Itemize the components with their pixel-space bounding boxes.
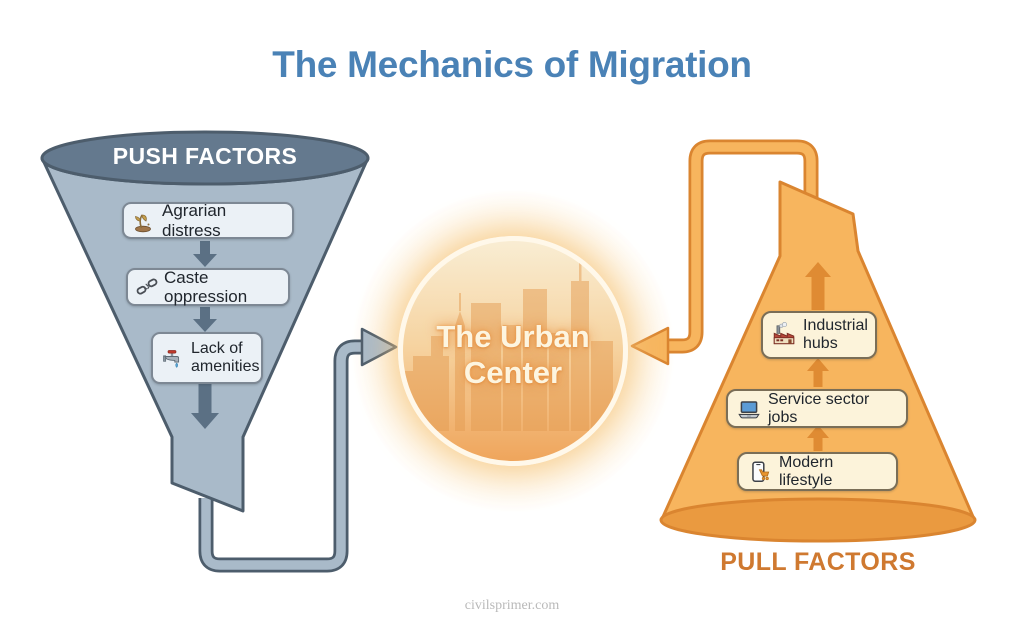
up-arrow-icon xyxy=(805,262,831,310)
broken-chain-icon xyxy=(136,276,158,298)
watermark: civilsprimer.com xyxy=(464,598,560,613)
pull-arrowhead-icon xyxy=(630,326,670,366)
push-item-lack-of-amenities: Lack of amenities xyxy=(151,332,263,384)
water-tap-icon xyxy=(161,346,185,370)
push-arrowhead-icon xyxy=(360,327,398,367)
pull-item-industrial-hubs: Industrial hubs xyxy=(761,311,877,359)
pull-pipe xyxy=(630,139,819,366)
factory-icon xyxy=(771,322,797,348)
push-item-agrarian-distress: Agrarian distress xyxy=(122,201,294,240)
push-item-label: Agrarian distress xyxy=(162,201,227,240)
pull-item-label: Industrial hubs xyxy=(803,317,868,352)
pull-item-modern-lifestyle: Modern lifestyle xyxy=(737,452,898,491)
push-pipe xyxy=(198,327,398,573)
down-arrow-icon xyxy=(193,307,217,332)
city-skyline-silhouette xyxy=(403,259,613,431)
pull-flow-arrows xyxy=(805,262,831,451)
urban-center-label: The Urban Center xyxy=(436,319,590,390)
up-arrow-icon xyxy=(807,358,829,387)
push-item-label: Caste oppression xyxy=(164,267,248,306)
laptop-icon xyxy=(736,396,762,422)
wilted-plant-icon xyxy=(132,209,156,233)
smartphone-shopping-icon xyxy=(747,459,773,485)
push-item-label: Lack of amenities xyxy=(191,340,260,375)
pull-item-label: Modern lifestyle xyxy=(779,453,834,489)
push-factors-label: PUSH FACTORS xyxy=(112,143,298,169)
up-arrow-icon xyxy=(807,425,829,451)
page-title: The Mechanics of Migration xyxy=(272,44,752,85)
down-arrow-icon xyxy=(191,383,219,429)
pull-factors-label: PULL FACTORS xyxy=(720,548,916,576)
pull-item-label: Service sector jobs xyxy=(768,390,870,426)
down-arrow-icon xyxy=(193,241,217,267)
urban-center-circle: The Urban Center xyxy=(398,236,628,466)
push-flow-arrows xyxy=(191,241,219,429)
pull-item-service-sector-jobs: Service sector jobs xyxy=(726,389,908,428)
push-item-caste-oppression: Caste oppression xyxy=(126,268,290,306)
